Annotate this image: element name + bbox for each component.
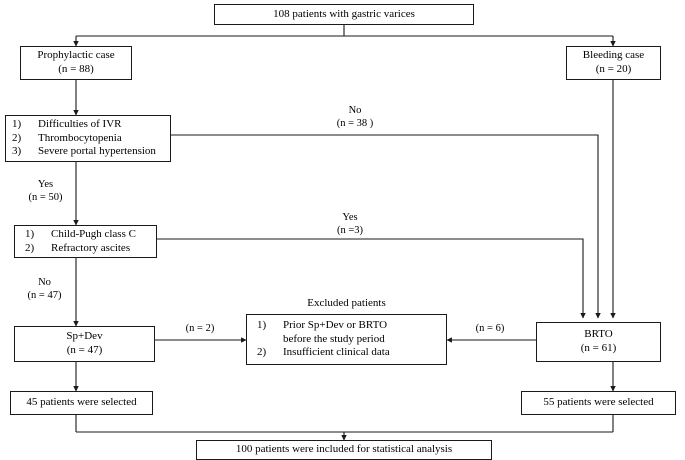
node-prophylactic-line1: Prophylactic case: [37, 49, 115, 62]
node-brto: BRTO (n = 61): [536, 322, 661, 362]
node-final-analysis: 100 patients were included for statistic…: [196, 440, 492, 460]
list-item-text: Child-Pugh class C: [51, 227, 136, 240]
node-spdev-line1: Sp+Dev: [66, 330, 103, 343]
node-bleeding-case: Bleeding case (n = 20): [566, 46, 661, 80]
list-item-text: Severe portal hypertension: [38, 145, 156, 158]
node-selected-55: 55 patients were selected: [521, 391, 676, 415]
node-final-line1: 100 patients were included for statistic…: [235, 443, 453, 456]
list-item-number: 2): [257, 346, 267, 359]
edge-label-no-47-line1: No: [38, 277, 51, 288]
node-selected-55-line1: 55 patients were selected: [543, 396, 654, 409]
node-brto-line2: (n = 61): [580, 342, 617, 354]
node-total-line1: 108 patients with gastric varices: [273, 7, 415, 20]
list-item-number: 1): [257, 318, 267, 331]
node-selected-45-line1: 45 patients were selected: [26, 396, 137, 409]
list-item: 2) Insufficient clinical data: [257, 346, 440, 360]
list-item-number: 1): [12, 117, 22, 130]
list-item-number: 2): [12, 131, 22, 144]
edge-label-no-38-line2: (n = 38 ): [336, 118, 374, 130]
list-item: 2) Refractory ascites: [25, 242, 150, 256]
edge-label-yes-50-line2: (n = 50): [28, 192, 63, 204]
edge-label-yes-50-line1: Yes: [37, 179, 54, 190]
edge-label-n-2-line1: (n = 2): [185, 323, 215, 334]
list-item-continuation: before the study period: [257, 333, 440, 347]
list-item-number: 1): [25, 227, 35, 240]
edge-no38-brto: [171, 134, 601, 319]
node-prophylactic-case: Prophylactic case (n = 88): [20, 46, 132, 80]
edge-label-yes-50: Yes (n = 50): [18, 178, 73, 204]
edge-label-no-47-line2: (n = 47): [27, 290, 62, 302]
list-item-number: 3): [12, 145, 22, 158]
node-brto-line1: BRTO: [584, 328, 613, 341]
list-item: 1) Child-Pugh class C: [25, 228, 150, 242]
edge-yes3-brto: [157, 238, 586, 319]
edge-label-n-6: (n = 6): [450, 322, 530, 335]
edge-label-no-47: No (n = 47): [16, 276, 73, 302]
list-item-text-continued: before the study period: [283, 332, 385, 345]
node-criteria-ivr: 1) Difficulties of IVR 2) Thrombocytopen…: [5, 115, 171, 162]
list-item-number: 2): [25, 241, 35, 254]
edge-label-n-6-line1: (n = 6): [475, 323, 505, 334]
list-item-text: Thrombocytopenia: [38, 131, 122, 144]
node-total-patients: 108 patients with gastric varices: [214, 4, 474, 25]
list-item-text: Difficulties of IVR: [38, 117, 122, 130]
list-item: 1) Difficulties of IVR: [12, 118, 164, 132]
edge-label-no-38: No (n = 38 ): [300, 104, 410, 130]
node-spdev-line2: (n = 47): [66, 344, 103, 356]
list-item: 1) Prior Sp+Dev or BRTO: [257, 319, 440, 333]
list-item-text: Prior Sp+Dev or BRTO: [283, 318, 388, 331]
node-criteria-childpugh: 1) Child-Pugh class C 2) Refractory asci…: [14, 225, 157, 258]
node-bleeding-line2: (n = 20): [595, 63, 632, 75]
excluded-patients-caption: Excluded patients: [307, 297, 386, 309]
list-item-text: Refractory ascites: [51, 241, 131, 254]
edge-label-no-38-line1: No: [348, 105, 362, 116]
list-item: 2) Thrombocytopenia: [12, 132, 164, 146]
edge-label-yes-3-line1: Yes: [342, 212, 358, 223]
list-item-text: Insufficient clinical data: [283, 346, 390, 359]
node-prophylactic-line2: (n = 88): [58, 63, 94, 75]
edge-label-yes-3-line2: (n =3): [336, 225, 364, 237]
node-bleeding-line1: Bleeding case: [582, 49, 645, 62]
node-selected-45: 45 patients were selected: [10, 391, 153, 415]
node-spdev: Sp+Dev (n = 47): [14, 326, 155, 362]
node-excluded-patients: 1) Prior Sp+Dev or BRTO before the study…: [246, 314, 447, 365]
edge-label-n-2: (n = 2): [160, 322, 240, 335]
list-item: 3) Severe portal hypertension: [12, 145, 164, 159]
edge-label-yes-3: Yes (n =3): [300, 211, 400, 237]
